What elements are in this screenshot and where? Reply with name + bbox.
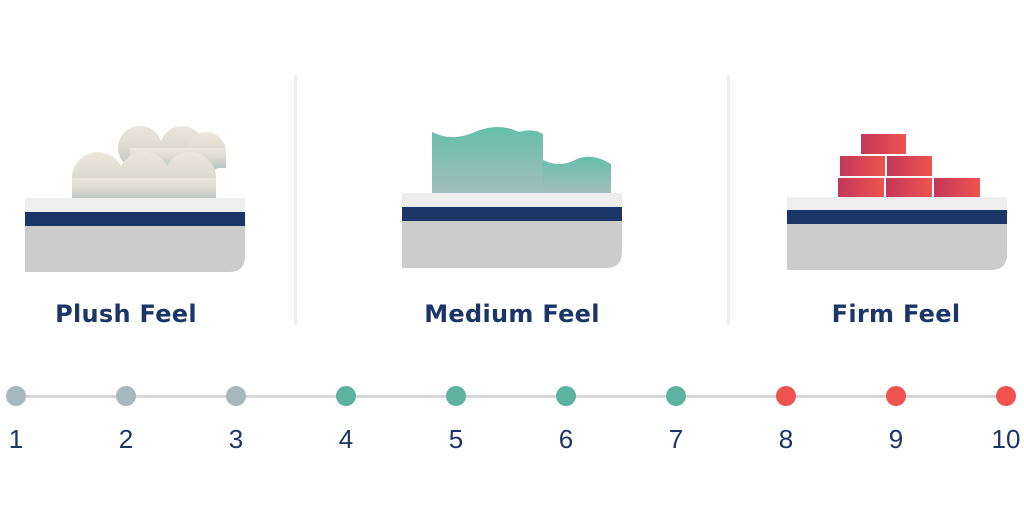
mattress-base — [402, 221, 622, 268]
scale-number-3: 3 — [228, 424, 244, 454]
plush-mattress-icon — [25, 126, 245, 272]
scale-number-1: 1 — [8, 424, 24, 454]
scale-number-6: 6 — [558, 424, 574, 454]
scale-dot-1 — [6, 386, 26, 406]
plush-feel-label: Plush Feel — [55, 300, 197, 328]
mattress-top — [25, 198, 245, 212]
firm-mattress-icon — [787, 134, 1007, 270]
scale-dot-4 — [336, 386, 356, 406]
cloud-cushion — [72, 126, 226, 204]
scale-dot-9 — [886, 386, 906, 406]
mattress-base — [787, 224, 1007, 270]
mattress-stripe — [25, 212, 245, 226]
divider-left — [294, 75, 297, 325]
scale-number-9: 9 — [888, 424, 904, 454]
scale-dot-2 — [116, 386, 136, 406]
scale-number-4: 4 — [338, 424, 354, 454]
scale-dot-7 — [666, 386, 686, 406]
medium-feel-label: Medium Feel — [424, 300, 600, 328]
mattress-top — [402, 193, 622, 207]
scale-dot-6 — [556, 386, 576, 406]
brick-stack — [838, 134, 980, 197]
scale-number-7: 7 — [668, 424, 684, 454]
scale-dot-3 — [226, 386, 246, 406]
mattress-base — [25, 226, 245, 272]
mattress-stripe — [787, 210, 1007, 224]
mattress-top — [787, 197, 1007, 210]
scale-number-5: 5 — [448, 424, 464, 454]
foam-block-tall — [432, 127, 543, 193]
scale-number-10: 10 — [991, 424, 1021, 454]
scale-dot-8 — [776, 386, 796, 406]
foam-block-short — [543, 156, 611, 193]
scale-number-8: 8 — [778, 424, 794, 454]
firmness-scale-line — [18, 395, 1006, 398]
firm-feel-label: Firm Feel — [831, 300, 961, 328]
mattress-stripe — [402, 207, 622, 221]
scale-number-2: 2 — [118, 424, 134, 454]
scale-dot-10 — [996, 386, 1016, 406]
divider-right — [727, 75, 730, 325]
scale-dot-5 — [446, 386, 466, 406]
medium-mattress-icon — [402, 127, 622, 268]
